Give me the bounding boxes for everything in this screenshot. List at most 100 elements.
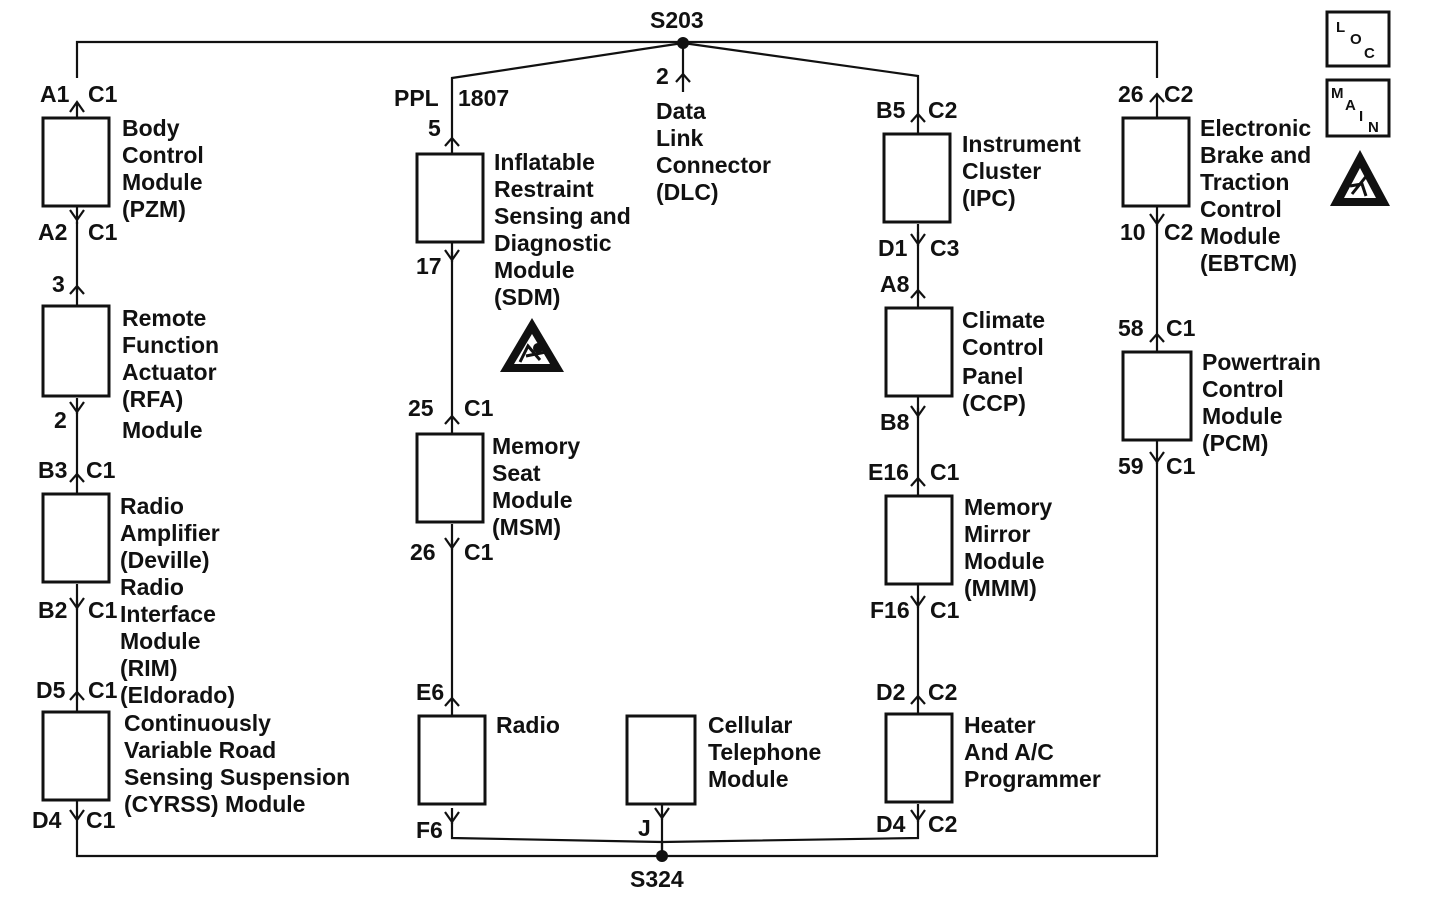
hvac-top-conn: C2 (928, 679, 957, 705)
rim-conn-b: C1 (88, 677, 118, 703)
hvac-bottom-conn: C2 (928, 811, 957, 837)
cell-box (625, 714, 697, 806)
mmm-top-conn: C1 (930, 459, 960, 485)
connector-symbol (69, 472, 85, 494)
rim-name: Radio Interface Module (RIM) (Eldorado) (120, 574, 235, 708)
connector-symbol (910, 694, 926, 714)
sdm-box (415, 152, 485, 244)
ebtcm-top-conn: C2 (1164, 81, 1193, 107)
dlc-name: Data Link Connector (DLC) (656, 98, 777, 205)
bcm-bottom-conn: C1 (88, 219, 118, 245)
bcm-top-pin: A1 (40, 81, 70, 107)
bcm-box (41, 116, 111, 208)
rfa-name: Remote Function Actuator (RFA) Module (122, 305, 225, 443)
cell-bottom-pin: J (638, 815, 651, 841)
connector-symbols (69, 72, 1165, 824)
airbag-warning-icon[interactable] (500, 318, 564, 372)
connector-symbol (910, 224, 926, 246)
ebtcm-name: Electronic Brake and Traction Control Mo… (1200, 115, 1318, 276)
rfa-box (41, 304, 111, 398)
bcm-bottom-pin: A2 (38, 219, 67, 245)
main-icon-letter: N (1368, 119, 1379, 136)
connector-symbol (910, 804, 926, 822)
bcm-name: Body Control Module (PZM) (122, 115, 210, 222)
esd-warning-icon[interactable] (1330, 150, 1390, 206)
connector-symbol (1149, 92, 1165, 118)
msm-top-pin: 25 (408, 395, 434, 421)
radio-amp-name: Radio Amplifier (Deville) (120, 493, 226, 573)
hvac-top-pin: D2 (876, 679, 905, 705)
pcm-bottom-pin: 59 (1118, 453, 1144, 479)
pcm-top-pin: 58 (1118, 315, 1144, 341)
module-names: Body Control Module (PZM) Remote Functio… (120, 98, 1321, 817)
radio-top-pin: E6 (416, 679, 444, 705)
connector-symbol (654, 804, 670, 820)
pcm-top-conn: C1 (1166, 315, 1196, 341)
rfa-top-pin: 3 (52, 271, 65, 297)
ipc-top-conn: C2 (928, 97, 957, 123)
connector-symbol (675, 72, 691, 92)
rim-pin-b: D5 (36, 677, 66, 703)
main-icon-letter: I (1359, 108, 1363, 125)
hvac-name: Heater And A/C Programmer (964, 712, 1101, 792)
splice-s324-dot (656, 850, 668, 862)
pcm-box (1121, 350, 1193, 442)
ipc-bottom-pin: D1 (878, 235, 908, 261)
sdm-wire-color: PPL (394, 85, 439, 111)
main-icon-letter: A (1345, 97, 1356, 114)
connector-symbol (910, 288, 926, 308)
connector-symbol (69, 100, 85, 118)
pin-labels: A1 C1 A2 C1 3 2 B3 C1 B2 C1 D5 C1 D4 C1 … (32, 63, 1196, 843)
radio-amp-box (41, 492, 111, 584)
mmm-bottom-conn: C1 (930, 597, 960, 623)
connector-symbol (910, 396, 926, 418)
main-icon[interactable]: M A I N (1325, 78, 1391, 138)
msm-bottom-conn: C1 (464, 539, 494, 565)
ebtcm-bottom-conn: C2 (1164, 219, 1193, 245)
connector-symbol (1149, 206, 1165, 226)
radio-bottom-pin: F6 (416, 817, 443, 843)
connector-symbol (69, 800, 85, 822)
ebtcm-bottom-pin: 10 (1120, 219, 1146, 245)
top-bus-wire (75, 40, 1159, 78)
wiring (75, 40, 1159, 858)
connector-symbol (444, 696, 460, 716)
sdm-bottom-pin: 17 (416, 253, 442, 279)
connector-symbol (69, 284, 85, 306)
msm-name: Memory Seat Module (MSM) (492, 433, 587, 540)
ipc-box (882, 132, 952, 224)
splice-s203-label: S203 (650, 7, 704, 33)
ccp-box (884, 306, 954, 398)
loc-icon-letter: O (1350, 31, 1362, 48)
ipc-top-pin: B5 (876, 97, 906, 123)
hvac-box (884, 712, 954, 804)
connector-symbol (910, 476, 926, 496)
cvrss-bottom-conn: C1 (86, 807, 116, 833)
msm-bottom-pin: 26 (410, 539, 436, 565)
msm-box (415, 432, 485, 524)
connector-symbol (444, 242, 460, 262)
rim-conn-a: C1 (88, 597, 118, 623)
ebtcm-box (1121, 116, 1191, 208)
loc-icon[interactable]: L O C (1325, 10, 1391, 68)
splice-s324-label: S324 (630, 866, 684, 892)
msm-top-conn: C1 (464, 395, 494, 421)
ccp-top-pin: A8 (880, 271, 910, 297)
rim-pin-a: B2 (38, 597, 67, 623)
wire-radio-s324 (450, 822, 664, 856)
loc-icon-letter: L (1336, 19, 1345, 36)
mmm-bottom-pin: F16 (870, 597, 910, 623)
connector-symbol (1149, 332, 1165, 352)
dlc-pin: 2 (656, 63, 669, 89)
pcm-bottom-conn: C1 (1166, 453, 1196, 479)
mmm-top-pin: E16 (868, 459, 909, 485)
ipc-name: Instrument Cluster (IPC) (962, 131, 1087, 211)
sdm-circuit: 1807 (458, 85, 509, 111)
cell-name: Cellular Telephone Module (708, 712, 828, 792)
ccp-name: Climate Control Panel (CCP) (962, 307, 1051, 416)
connector-symbol (444, 136, 460, 154)
splice-s203-dot (677, 37, 689, 49)
mmm-box (884, 494, 954, 586)
main-icon-letter: M (1331, 85, 1344, 102)
